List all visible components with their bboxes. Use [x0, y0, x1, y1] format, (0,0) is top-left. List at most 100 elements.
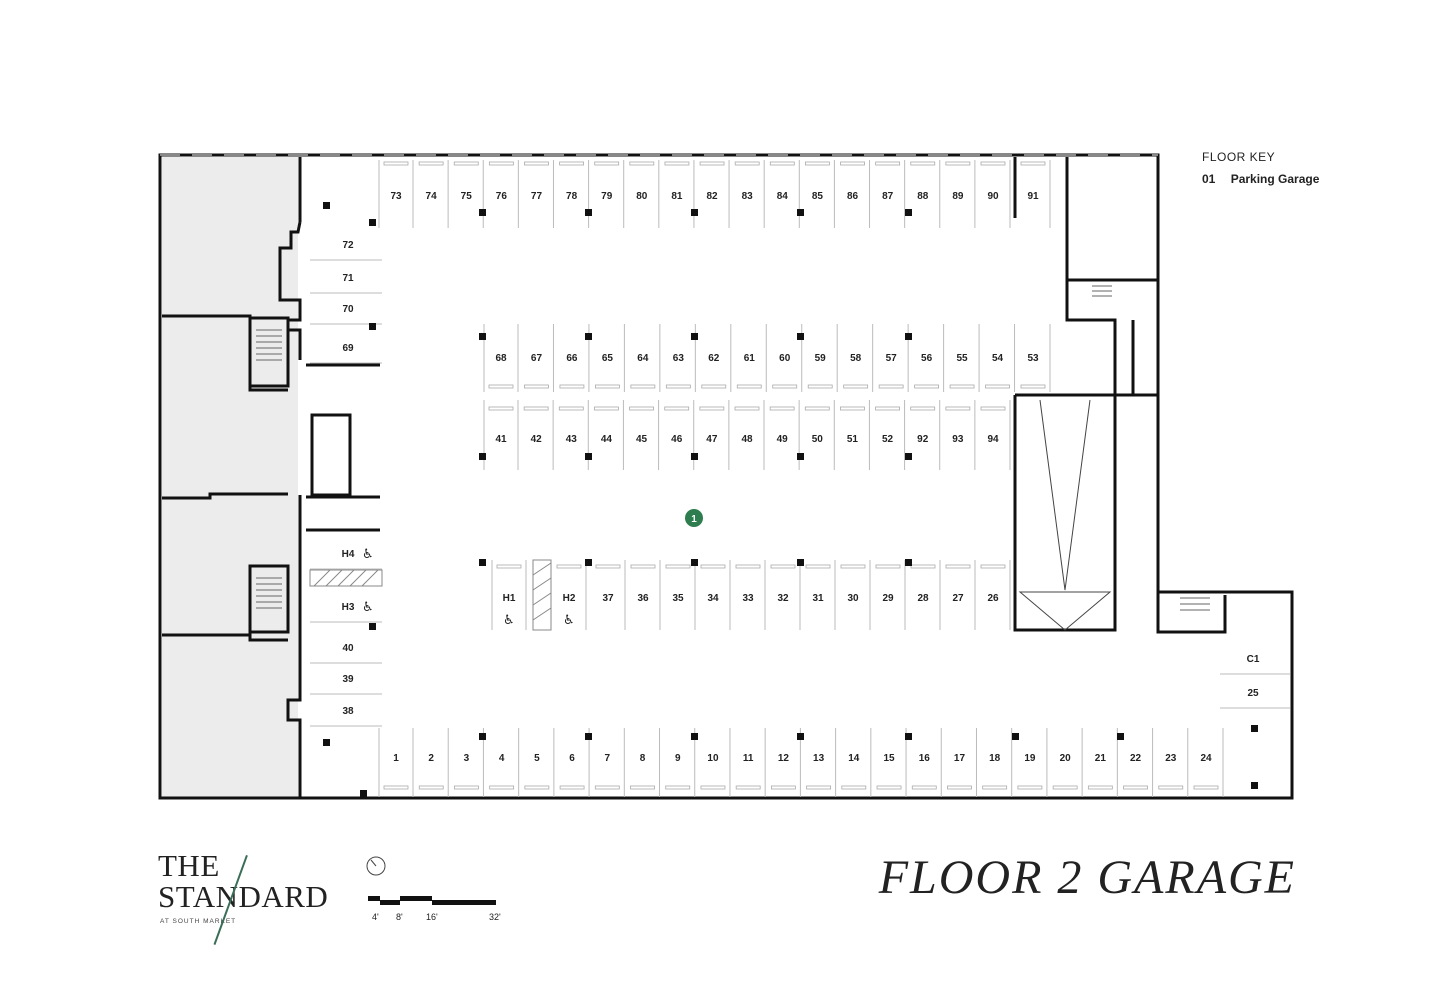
wheel-stop — [496, 564, 522, 569]
scale-label: 32' — [489, 912, 501, 922]
wheel-stop — [769, 161, 795, 166]
wheel-stop — [840, 564, 866, 569]
wheel-stop — [878, 384, 904, 389]
parking-stall-9: 9 — [675, 753, 681, 764]
wheel-stop — [734, 406, 760, 411]
wheel-stop — [664, 406, 690, 411]
parking-stall-91: 91 — [1027, 191, 1039, 202]
logo-line-2: STANDARD — [158, 879, 329, 914]
parking-stall-26: 26 — [987, 593, 999, 604]
wheel-stop — [556, 564, 582, 569]
wheel-stop — [840, 406, 865, 411]
wheel-stop — [947, 785, 972, 790]
wheel-stop — [630, 384, 656, 389]
stall-lines — [310, 160, 1290, 797]
zone-marker[interactable]: 1 — [685, 509, 703, 527]
wheel-stop — [735, 564, 761, 569]
parking-stall-77: 77 — [531, 191, 543, 202]
parking-stall-6: 6 — [569, 753, 575, 764]
parking-stall-86: 86 — [847, 191, 859, 202]
wheel-stop — [700, 564, 726, 569]
floor-key-label: Parking Garage — [1230, 172, 1320, 186]
logo-line-3: AT SOUTH MARKET — [160, 918, 237, 925]
parking-stall-76: 76 — [496, 191, 508, 202]
wheel-stop — [699, 406, 725, 411]
parking-stall-8: 8 — [640, 753, 646, 764]
parking-stall-12: 12 — [778, 753, 790, 764]
structural-column — [691, 209, 698, 216]
structural-column — [360, 790, 367, 797]
parking-stall-42: 42 — [531, 434, 543, 445]
wheel-stop — [524, 785, 550, 790]
structural-column — [585, 559, 592, 566]
parking-stall-72: 72 — [342, 240, 354, 251]
shaded-building-area — [162, 157, 298, 797]
wheel-stop — [630, 785, 655, 790]
structural-column — [797, 453, 804, 460]
parking-stall-18: 18 — [989, 753, 1001, 764]
floor-title: FLOOR 2 GARAGE — [878, 851, 1296, 904]
wheelchair-icon: ♿ — [362, 547, 374, 562]
parking-stall-54: 54 — [992, 353, 1004, 364]
wheel-stop — [875, 564, 901, 569]
structural-column — [905, 209, 912, 216]
parking-stall-44: 44 — [601, 434, 613, 445]
parking-stall-82: 82 — [706, 191, 718, 202]
parking-stall-79: 79 — [601, 191, 613, 202]
structural-column — [323, 739, 330, 746]
structural-column — [585, 209, 592, 216]
wheel-stop — [559, 785, 585, 790]
wheel-stop — [418, 161, 444, 166]
wheel-stop — [843, 384, 869, 389]
parking-stall-20: 20 — [1060, 753, 1072, 764]
structural-column — [797, 559, 804, 566]
parking-stall-74: 74 — [426, 191, 438, 202]
wheel-stop — [383, 161, 409, 166]
wheel-stop — [911, 785, 937, 790]
structural-column — [479, 559, 486, 566]
wheel-stop — [595, 384, 620, 389]
wheel-stop — [665, 564, 691, 569]
parking-stall-88: 88 — [917, 191, 929, 202]
wheel-stop — [980, 161, 1006, 166]
zone-marker-label: 1 — [691, 514, 697, 525]
wheel-stop — [1052, 785, 1078, 790]
wheel-stop — [664, 161, 690, 166]
wheel-stop — [949, 384, 975, 389]
parking-stall-23: 23 — [1165, 753, 1177, 764]
parking-stall-84: 84 — [777, 191, 789, 202]
wheel-stop — [630, 564, 656, 569]
parking-stall-63: 63 — [673, 353, 685, 364]
parking-stall-H4: H4 — [342, 549, 355, 560]
parking-stall-70: 70 — [342, 304, 354, 315]
wheel-stop — [875, 406, 900, 411]
parking-stall-10: 10 — [707, 753, 719, 764]
wheel-stop — [735, 785, 761, 790]
parking-stall-57: 57 — [886, 353, 898, 364]
structural-column — [905, 453, 912, 460]
wheel-stop — [1020, 161, 1046, 166]
wheel-stop — [488, 161, 514, 166]
parking-stall-7: 7 — [605, 753, 611, 764]
structural-column — [323, 202, 330, 209]
parking-stall-39: 39 — [342, 674, 354, 685]
wheel-stop — [876, 785, 902, 790]
wheel-stop — [875, 161, 901, 166]
wheel-stop — [454, 785, 479, 790]
structural-column — [905, 559, 912, 566]
parking-stall-31: 31 — [812, 593, 824, 604]
structural-column — [1251, 782, 1258, 789]
wheel-stop — [841, 785, 867, 790]
scale-label: 8' — [396, 912, 403, 922]
wheel-stop — [629, 406, 654, 411]
wheelchair-icon: ♿ — [563, 613, 575, 628]
wheel-stop — [770, 564, 796, 569]
parking-stall-30: 30 — [847, 593, 859, 604]
parking-stall-H1: H1 — [503, 593, 516, 604]
parking-stall-2: 2 — [428, 753, 434, 764]
interior-walls — [162, 157, 1227, 797]
structural-column — [369, 623, 376, 630]
floor-key-title: FLOOR KEY — [1202, 150, 1276, 164]
wheel-stop — [629, 161, 655, 166]
the-standard-logo: THE STANDARD AT SOUTH MARKET — [158, 850, 338, 950]
